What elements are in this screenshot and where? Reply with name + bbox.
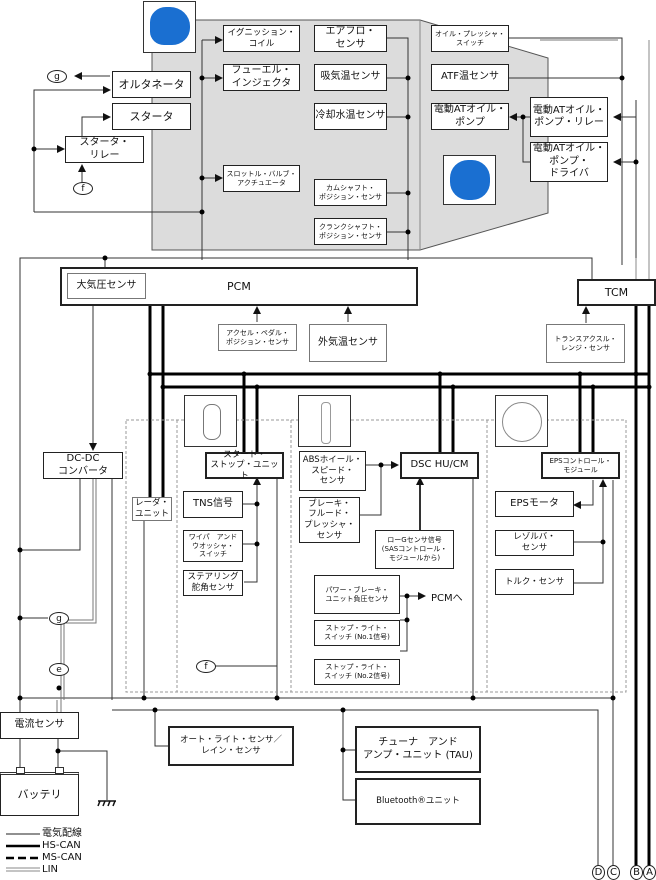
connector-g-left: g: [49, 612, 69, 625]
resolver-sensor: レゾルバ・ センサ: [495, 530, 574, 556]
battery: バッテリ: [0, 772, 79, 816]
torque-sensor: トルク・センサ: [495, 569, 574, 595]
connector-f-bottom: f: [196, 660, 216, 673]
wiper-washer-switch: ワイパ アンド ウオッシャ・ スイッチ: [183, 530, 243, 562]
tau-unit: チューナ アンド アンプ・ユニット (TAU): [355, 726, 481, 773]
transmission-icon: [450, 160, 490, 200]
oil-pump-driver: 電動ATオイル・ ポンプ・ ドライバ: [530, 142, 608, 182]
smart-key-picture: [184, 395, 237, 447]
pcm-label: PCM: [227, 280, 251, 293]
throttle-actuator: スロットル・バルブ・ アクチュエータ: [223, 165, 300, 192]
atf-temp-sensor: ATF温センサ: [431, 64, 509, 91]
legend-lines: [6, 833, 40, 872]
connector-C: C: [607, 865, 620, 880]
coolant-temp-sensor: 冷却水温センサ: [314, 103, 387, 130]
engine-picture: [143, 1, 196, 53]
tns-signal: TNS信号: [183, 491, 243, 518]
accel-pedal-sensor: アクセル・ペダル・ ポジション・センサ: [218, 324, 297, 351]
connector-A: A: [643, 865, 656, 880]
to-pcm-label: PCMへ: [431, 593, 463, 604]
brake-pedal-icon: [321, 402, 331, 444]
connector-f-top: f: [73, 182, 93, 195]
vacuum-sensor: パワー・ブレーキ・ ユニット負圧センサ: [314, 575, 400, 614]
legend-item-wire: 電気配線: [42, 828, 82, 839]
stop-light-switch-2: ストップ・ライト・ スイッチ (No.2信号): [314, 659, 400, 685]
engine-area: [151, 19, 549, 251]
brake-fluid-pressure-sensor: ブレーキ・ フルード・ プレッシャ・ センサ: [299, 497, 360, 543]
connector-D: D: [592, 865, 605, 880]
legend-item-hs-can: HS-CAN: [42, 840, 81, 851]
connector-g-top: g: [47, 70, 67, 83]
start-stop-unit: スタート・ ストップ・ユニット: [205, 450, 284, 481]
smart-key-icon: [203, 404, 221, 440]
starter-relay: スタータ・ リレー: [65, 136, 144, 163]
legend: 電気配線 HS-CAN MS-CAN LIN: [42, 828, 82, 876]
bluetooth-unit: Bluetooth®ユニット: [355, 778, 481, 825]
stop-light-switch-1: ストップ・ライト・ スイッチ (No.1信号): [314, 620, 400, 646]
crankshaft-sensor: クランクシャフト・ ポジション・センサ: [314, 218, 387, 245]
oil-pump-relay: 電動ATオイル・ ポンプ・リレー: [530, 97, 608, 137]
eps-motor: EPSモータ: [495, 491, 574, 517]
oil-pressure-switch: オイル・プレッシャ・ スイッチ: [431, 25, 509, 52]
current-sensor: 電流センサ: [0, 712, 79, 739]
electric-oil-pump: 電動ATオイル・ ポンプ: [431, 103, 509, 130]
fuel-injector: フューエル・ インジェクタ: [223, 64, 300, 91]
abs-wheel-speed-sensor: ABSホイール・ スピード・ センサ: [299, 451, 366, 491]
battery-terminal-neg: [16, 767, 25, 774]
engine-icon: [150, 7, 190, 45]
baro-sensor: 大気圧センサ: [67, 273, 146, 299]
alternator: オルタネータ: [112, 71, 191, 98]
transaxle-range-sensor: トランスアクスル・ レンジ・センサ: [546, 324, 625, 363]
air-flow-sensor: エアフロ・ センサ: [314, 25, 387, 52]
legend-item-lin: LIN: [42, 864, 59, 875]
dsc-hu-cm: DSC HU/CM: [400, 452, 479, 479]
dcdc-converter: DC-DC コンバータ: [43, 452, 123, 479]
connector-B: B: [630, 865, 643, 880]
battery-terminal-pos: [55, 767, 64, 774]
legend-item-ms-can: MS-CAN: [42, 852, 82, 863]
steering-wheel-picture: [495, 395, 548, 447]
radar-unit: レーダ・ ユニット: [132, 497, 172, 521]
ignition-coil: イグニッション・ コイル: [223, 25, 300, 52]
low-g-sensor-signal: ローGセンサ信号 (SASコントロール・ モジュールから): [375, 530, 454, 569]
tcm: TCM: [577, 279, 656, 306]
transmission-picture: [443, 155, 496, 205]
steering-wheel-icon: [502, 402, 542, 442]
ambient-temp-sensor: 外気温センサ: [309, 324, 387, 362]
auto-light-rain-sensor: オート・ライト・センサ／ レイン・センサ: [168, 726, 294, 766]
eps-control-module: EPSコントロール・ モジュール: [541, 452, 620, 479]
brake-pedal-picture: [298, 395, 351, 447]
connector-e: e: [49, 663, 69, 676]
camshaft-sensor: カムシャフト・ ポジション・センサ: [314, 179, 387, 206]
starter: スタータ: [112, 103, 191, 130]
steering-angle-sensor: ステアリング 舵角センサ: [183, 570, 243, 596]
intake-temp-sensor: 吸気温センサ: [314, 64, 387, 91]
